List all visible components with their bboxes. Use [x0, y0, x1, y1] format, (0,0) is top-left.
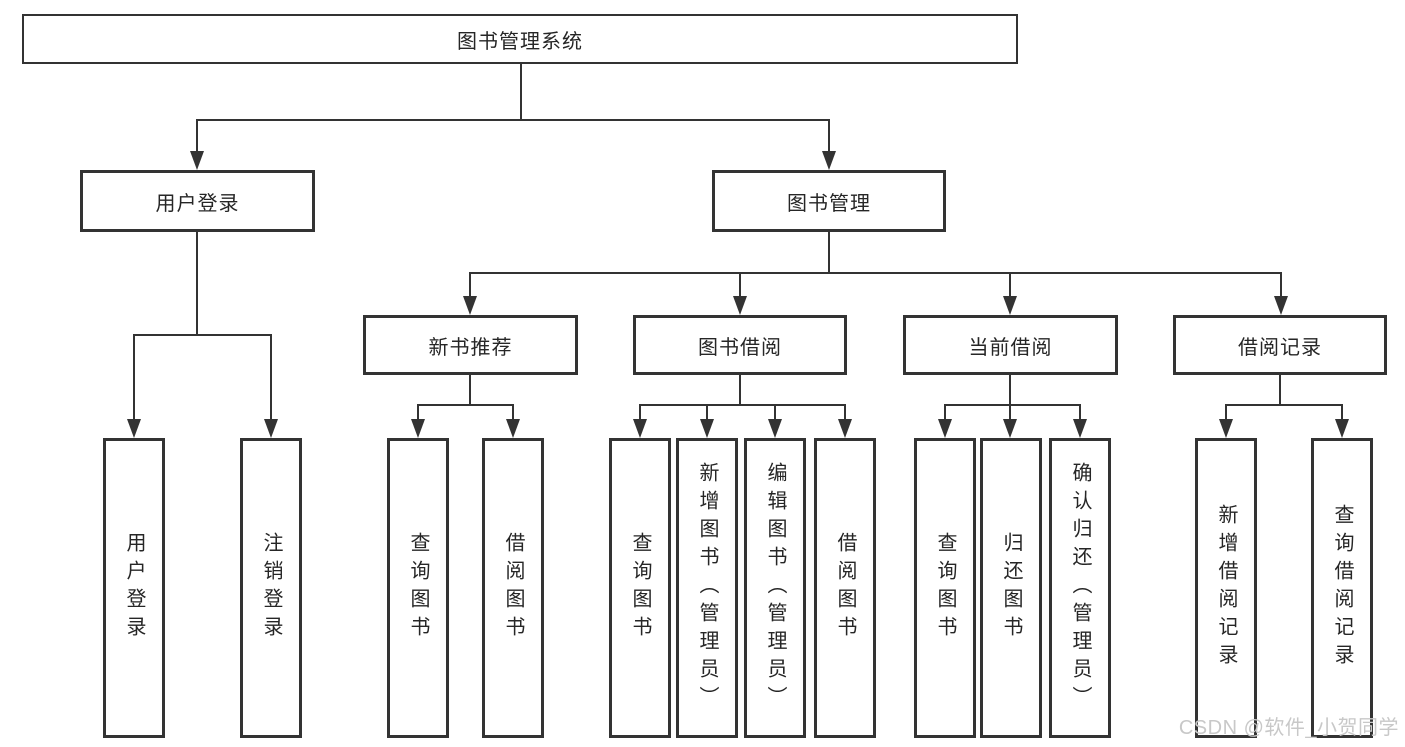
arrowheads [127, 151, 1349, 438]
node-borrow-records: 借阅记录 [1173, 315, 1387, 375]
leaf-borrow-books-1: 借阅图书 [482, 438, 544, 738]
leaf-return-books: 归还图书 [980, 438, 1042, 738]
leaf-label: 借阅图书 [502, 532, 524, 644]
node-current-borrow: 当前借阅 [903, 315, 1118, 375]
leaf-label: 查询图书 [629, 532, 651, 644]
node-book-borrow: 图书借阅 [633, 315, 847, 375]
leaf-label: 查询图书 [407, 532, 429, 644]
leaf-label: 编辑图书（管理员） [764, 462, 786, 714]
leaf-label: 归还图书 [1000, 532, 1022, 644]
leaf-query-borrow-record: 查询借阅记录 [1311, 438, 1373, 738]
leaf-label: 确认归还（管理员） [1069, 462, 1091, 714]
leaf-label: 新增图书（管理员） [696, 462, 718, 714]
leaf-borrow-books-2: 借阅图书 [814, 438, 876, 738]
leaf-label: 注销登录 [260, 532, 282, 644]
leaf-query-books-1: 查询图书 [387, 438, 449, 738]
leaf-query-books-3: 查询图书 [914, 438, 976, 738]
leaf-user-login: 用户登录 [103, 438, 165, 738]
csdn-watermark: CSDN @软件_小贺同学 [1178, 717, 1399, 739]
leaf-label: 新增借阅记录 [1215, 504, 1237, 672]
leaf-add-borrow-record: 新增借阅记录 [1195, 438, 1257, 738]
leaf-query-books-2: 查询图书 [609, 438, 671, 738]
leaf-label: 查询图书 [934, 532, 956, 644]
leaf-label: 借阅图书 [834, 532, 856, 644]
leaf-edit-books-admin: 编辑图书（管理员） [744, 438, 806, 738]
node-root: 图书管理系统 [22, 14, 1018, 64]
node-book-management: 图书管理 [712, 170, 946, 232]
leaf-label: 查询借阅记录 [1331, 504, 1353, 672]
leaf-confirm-return-admin: 确认归还（管理员） [1049, 438, 1111, 738]
leaf-logout: 注销登录 [240, 438, 302, 738]
leaf-label: 用户登录 [123, 532, 145, 644]
node-new-book-recommend: 新书推荐 [363, 315, 578, 375]
node-user-login: 用户登录 [80, 170, 315, 232]
leaf-add-books-admin: 新增图书（管理员） [676, 438, 738, 738]
